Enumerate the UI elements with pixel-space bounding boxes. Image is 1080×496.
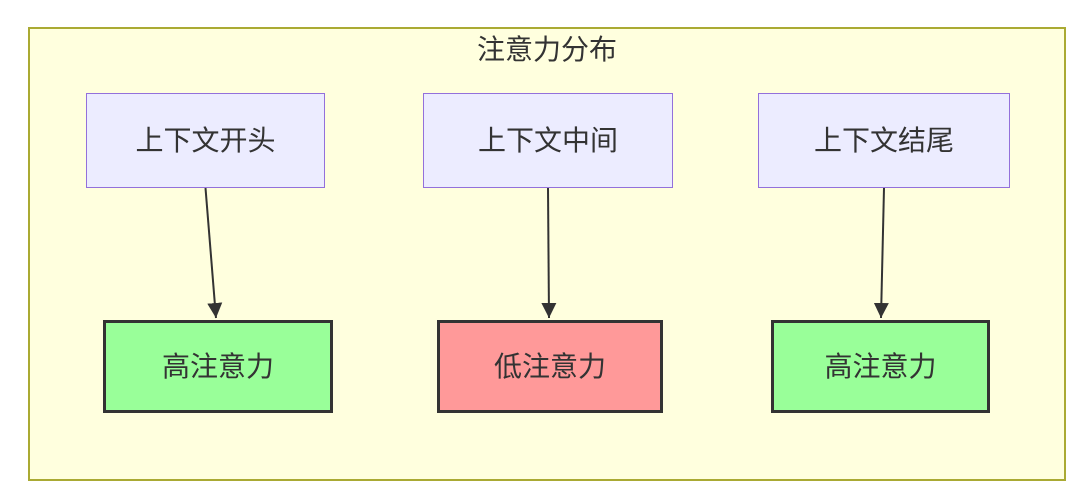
node-low-attention-middle-label: 低注意力 [493,350,606,382]
node-high-attention-left: 高注意力 [103,320,333,413]
attention-distribution-cluster: 注意力分布 上下文开头 上下文中间 上下文结尾 高注意力 低注意力 [28,27,1066,481]
arrow-end-to-high-icon [873,187,889,319]
node-high-attention-left-label: 高注意力 [161,350,274,382]
cluster-title: 注意力分布 [476,34,617,65]
node-context-middle: 上下文中间 [423,93,673,188]
node-context-start: 上下文开头 [86,93,325,188]
node-context-end-label: 上下文结尾 [813,124,954,156]
node-high-attention-right-label: 高注意力 [824,350,937,382]
arrow-start-to-high-icon [204,187,223,319]
node-context-end: 上下文结尾 [758,93,1010,188]
flow-arrows [204,187,889,319]
node-high-attention-right: 高注意力 [771,320,990,413]
node-low-attention-middle: 低注意力 [437,320,663,413]
node-context-start-label: 上下文开头 [135,124,276,156]
arrow-middle-to-low-icon [541,187,557,319]
node-context-middle-label: 上下文中间 [477,124,618,156]
